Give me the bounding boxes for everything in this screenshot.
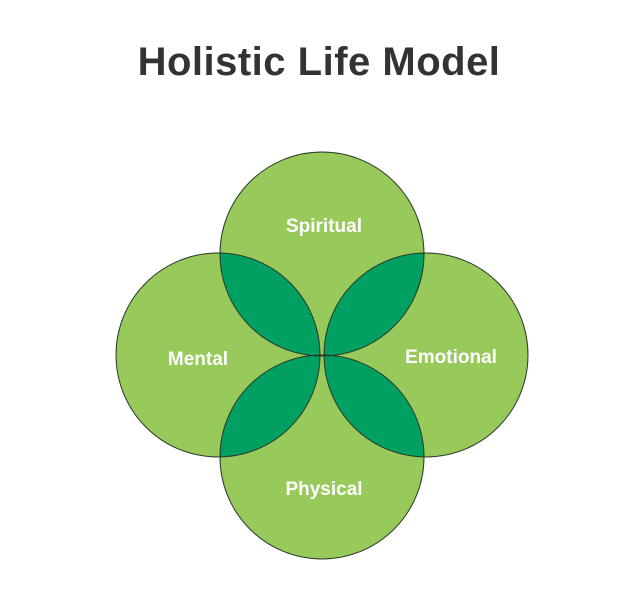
overlap-physical-emotional (324, 355, 424, 457)
outline-spiritual (219, 151, 425, 357)
label-emotional: Emotional (405, 347, 497, 368)
diagram-title: Holistic Life Model (137, 40, 501, 84)
label-mental: Mental (168, 349, 228, 370)
overlap-physical-mental (220, 355, 320, 457)
overlap-spiritual-mental (220, 253, 320, 356)
label-physical: Physical (285, 479, 362, 500)
outline-physical (219, 354, 425, 560)
label-spiritual: Spiritual (286, 216, 362, 237)
overlap-spiritual-emotional (324, 253, 424, 356)
